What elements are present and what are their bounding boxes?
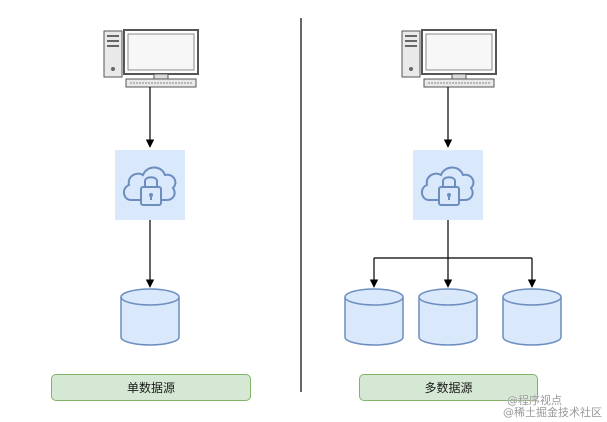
right-cloud-lock-icon [412,149,484,221]
right-fanout-connectors [369,220,537,288]
single-datasource-label: 单数据源 [51,374,251,401]
left-cloud-lock-icon [114,149,186,221]
right-database-1-icon [344,288,404,346]
right-computer-icon [401,29,497,88]
left-computer-icon [103,29,199,88]
right-database-2-icon [418,288,478,346]
left-database-icon [120,288,180,346]
watermark-line2: @稀土掘金技术社区 [503,406,602,419]
watermark-line1: @程序视点 [507,394,562,407]
multi-datasource-label: 多数据源 [359,374,538,401]
right-database-3-icon [502,288,562,346]
